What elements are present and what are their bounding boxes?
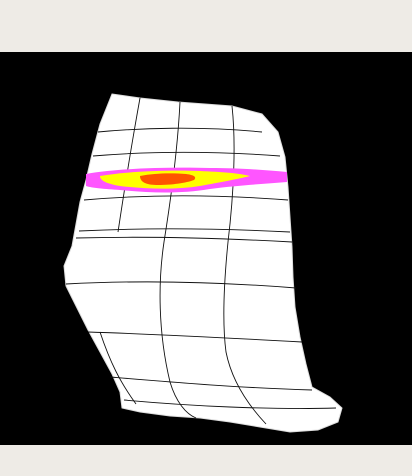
mesh-grid-rows — [65, 127, 337, 409]
heat-band-core — [140, 173, 196, 185]
heat-band — [86, 167, 287, 193]
mesh-render — [63, 93, 343, 433]
3d-viewport[interactable] — [0, 52, 412, 445]
mesh-grid-columns — [99, 97, 267, 425]
bottom-status-bar — [0, 445, 412, 476]
mesh-surface — [63, 93, 343, 433]
top-toolbar — [0, 0, 412, 52]
